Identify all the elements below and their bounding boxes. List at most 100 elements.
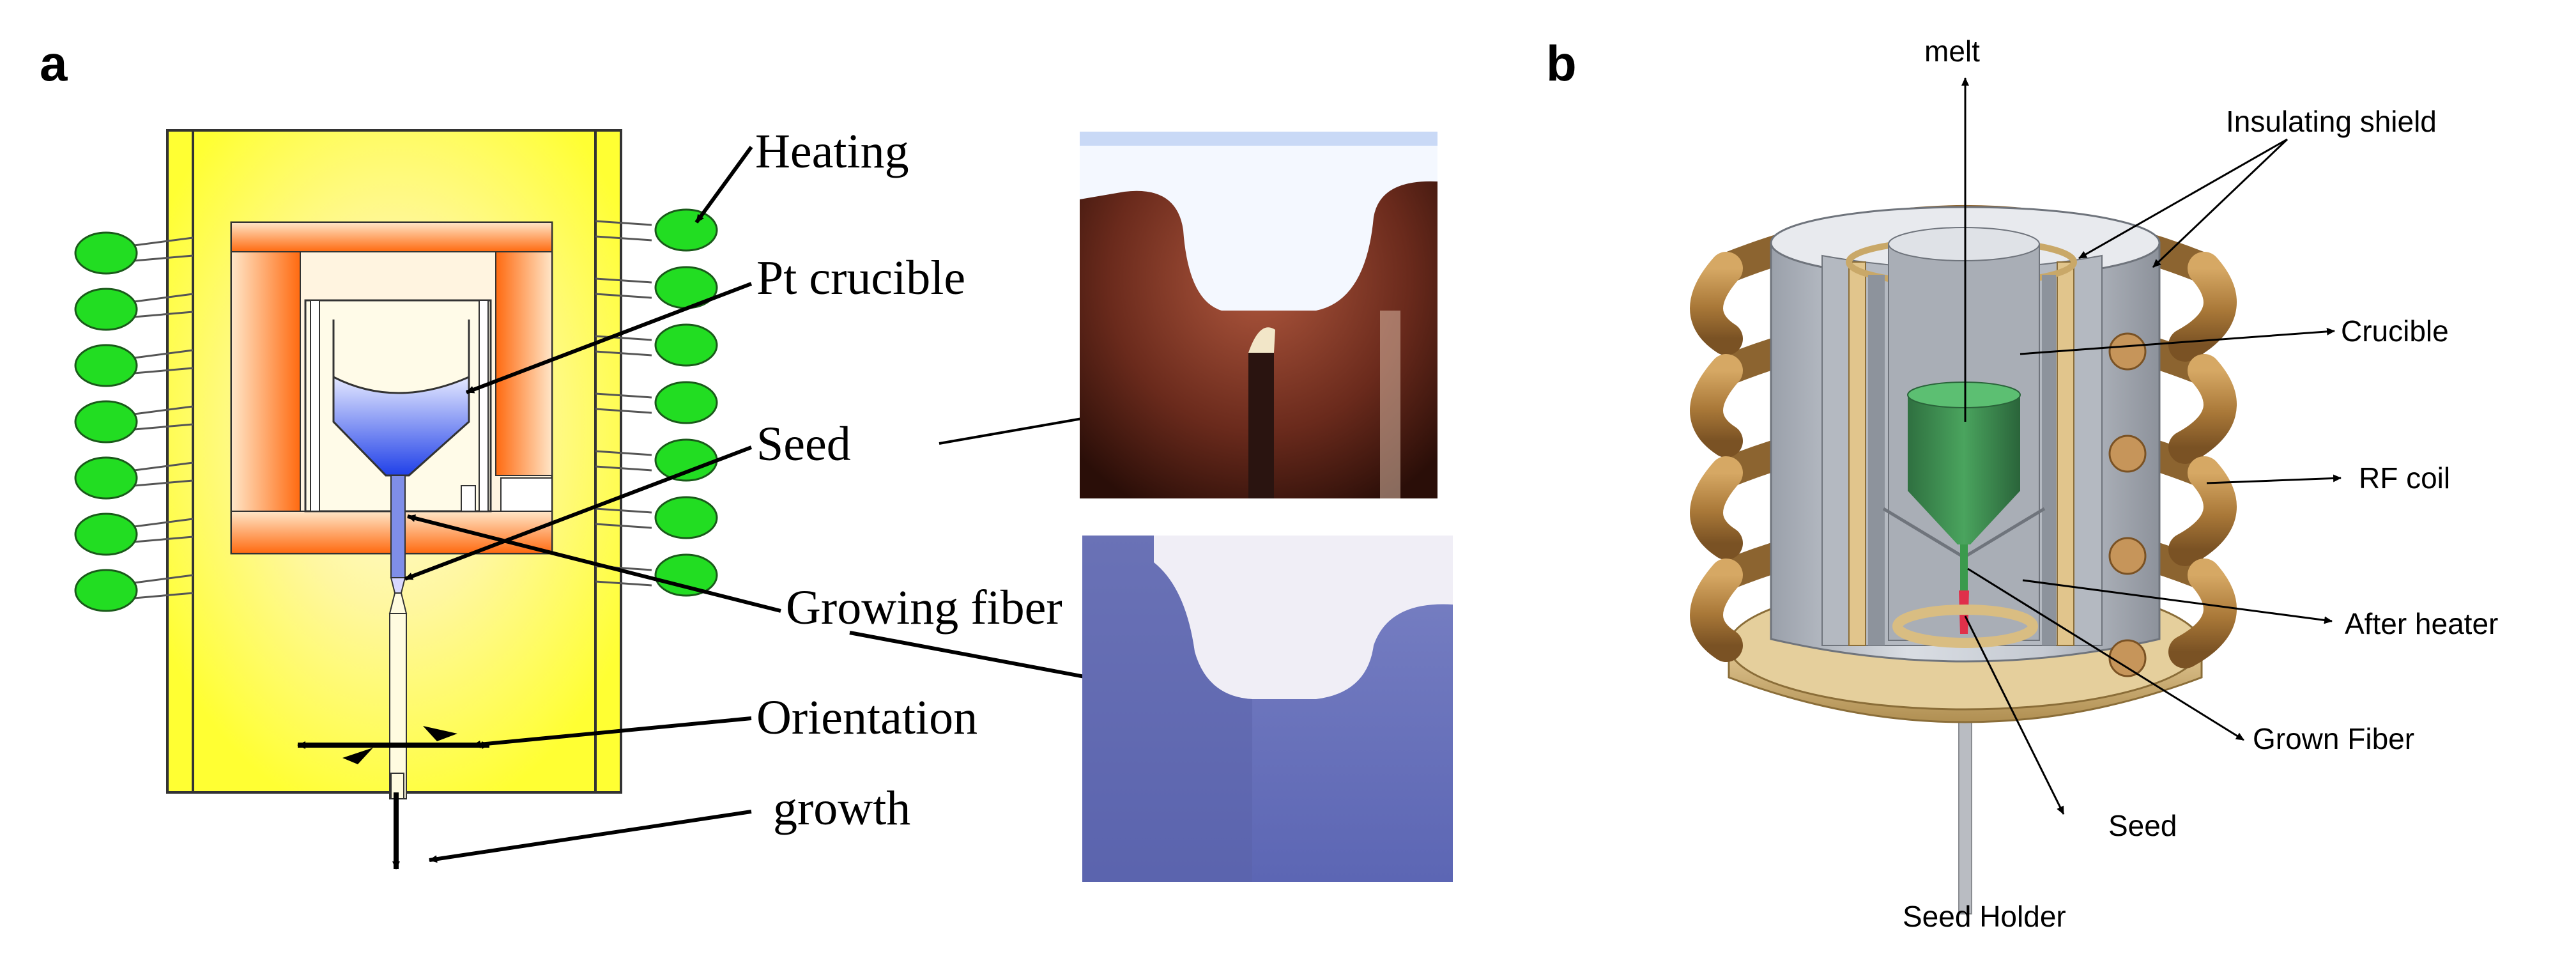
leader-growing-fiber-diagram <box>407 514 781 613</box>
panel-b-letter: b <box>1546 35 1577 91</box>
rf-coil-turn-left-1 <box>1690 252 1743 355</box>
heater-element-left-5 <box>74 456 138 500</box>
heater-element-right-4 <box>654 381 718 424</box>
heater-wire-left-5 <box>134 461 194 472</box>
leader-seed <box>404 445 753 581</box>
seed-holder-rod <box>389 613 407 799</box>
rf-coil-turn-left-2 <box>1690 354 1743 458</box>
rf-coil-turn-right-3 <box>2168 456 2237 566</box>
heater-wire-left-lower-1 <box>134 254 194 262</box>
photo-seed-melt <box>1080 132 1438 498</box>
chamber-post-right <box>479 300 489 512</box>
label-orientation: Orientation <box>756 691 977 744</box>
heater-element-left-3 <box>74 344 138 387</box>
rf-coil-end-2 <box>2108 435 2147 473</box>
rf-coil-turn-right-4 <box>2168 559 2237 668</box>
rf-coil-end-1 <box>2108 332 2147 371</box>
heating-elements-left <box>74 231 194 612</box>
heater-wire-right-4 <box>595 392 652 399</box>
heater-element-left-6 <box>74 513 138 556</box>
photo-seed-melt-right-rod <box>1380 311 1400 498</box>
seed-holder-rod-b <box>1958 690 1972 914</box>
heater-wire-right-3 <box>595 335 652 341</box>
orientation-arrow-head-top <box>423 726 457 741</box>
furnace-schematic <box>74 129 718 870</box>
heater-wire-left-lower-7 <box>134 592 194 599</box>
refractory-top <box>231 222 553 252</box>
rf-coil-turn-left-4 <box>1690 559 1743 662</box>
leader-rf-coil <box>2206 474 2342 484</box>
leader-pt-crucible <box>465 282 753 394</box>
rf-coil-turn-right-2 <box>2168 354 2237 464</box>
afterheater-block <box>500 477 553 512</box>
leader-seed-b <box>1964 615 2065 815</box>
leader-orientation <box>472 716 752 748</box>
label-seed-a: Seed <box>756 417 851 471</box>
leader-insulating-shield-1 <box>2078 138 2288 259</box>
green-crucible-top <box>1907 382 2021 408</box>
label-heating: Heating <box>755 125 909 178</box>
rf-coil-turn-right-1 <box>2168 252 2237 362</box>
leader-heating <box>694 146 753 224</box>
heater-wire-left-4 <box>134 405 194 415</box>
after-heater-liner-right <box>2057 261 2074 646</box>
chamber-post-left <box>310 300 320 512</box>
panel-a: a <box>40 35 1453 882</box>
heater-element-left-2 <box>74 288 138 331</box>
after-heater-liner <box>1846 237 2077 646</box>
heater-wire-right-5 <box>595 450 652 456</box>
photo-seed-melt-seed-rod <box>1248 353 1274 498</box>
heater-wire-left-6 <box>134 518 194 528</box>
photo-growing-fiber-meniscus <box>1154 536 1453 699</box>
leader-growth <box>429 810 752 863</box>
leader-insulating-shield-2 <box>2152 138 2288 268</box>
heater-wire-left-2 <box>134 293 194 303</box>
leader-after-heater <box>2022 579 2333 624</box>
heater-wire-left-lower-5 <box>134 479 194 487</box>
orientation-arrow-head-bottom <box>342 748 373 764</box>
heater-wire-right-6 <box>595 507 652 514</box>
heater-wire-right-lower-6 <box>595 523 652 529</box>
photo-growing-fiber <box>1082 536 1453 882</box>
heater-wire-left-lower-6 <box>134 536 194 543</box>
growing-fiber-rod <box>390 475 406 578</box>
label-grown-fiber: Grown Fiber <box>2253 722 2414 755</box>
heater-element-right-5 <box>654 438 718 482</box>
leader-grown-fiber <box>1967 567 2244 741</box>
heater-wire-right-lower-7 <box>595 580 652 587</box>
heater-wire-right-lower-1 <box>595 235 652 242</box>
bottom-ring <box>1892 605 2038 648</box>
heater-wire-right-lower-3 <box>595 350 652 357</box>
green-crucible-body <box>1908 395 2020 491</box>
rf-coil-front <box>1690 252 2237 677</box>
heater-wire-right-2 <box>595 277 652 284</box>
crucible-shell-rim <box>1888 227 2040 261</box>
crucible-shell-gap-right <box>2042 275 2056 645</box>
grown-fiber-b <box>1960 544 1968 590</box>
heater-wire-right-lower-4 <box>595 408 652 414</box>
heater-wire-left-7 <box>134 574 194 584</box>
leader-crucible <box>2020 327 2335 355</box>
photo-seed-melt-bright-melt <box>1080 132 1438 311</box>
photo-seed-melt-glow-edge <box>1080 132 1438 146</box>
label-seed-holder: Seed Holder <box>1903 900 2066 933</box>
heater-wire-left-lower-3 <box>134 367 194 374</box>
label-seed-b: Seed <box>2108 809 2177 842</box>
heater-wire-right-1 <box>595 220 652 226</box>
heater-element-right-3 <box>654 323 718 367</box>
rf-coil-turn-left-3 <box>1690 456 1743 560</box>
heater-element-right-1 <box>654 208 718 252</box>
label-melt: melt <box>1924 35 1980 68</box>
crucible-shell-gap-left <box>1868 275 1885 645</box>
rf-coil-end-3 <box>2108 537 2147 575</box>
after-heater-liner-left <box>1848 261 1866 646</box>
heater-wire-right-lower-2 <box>595 293 652 299</box>
leader-lines-b <box>1961 77 2342 815</box>
green-crucible <box>1882 382 2046 559</box>
refractory-left-wall <box>231 251 301 554</box>
heater-element-left-4 <box>74 400 138 443</box>
chamber-small-block <box>461 485 476 512</box>
heater-wire-left-1 <box>134 236 194 247</box>
label-growing-fiber: Growing fiber <box>786 581 1062 635</box>
